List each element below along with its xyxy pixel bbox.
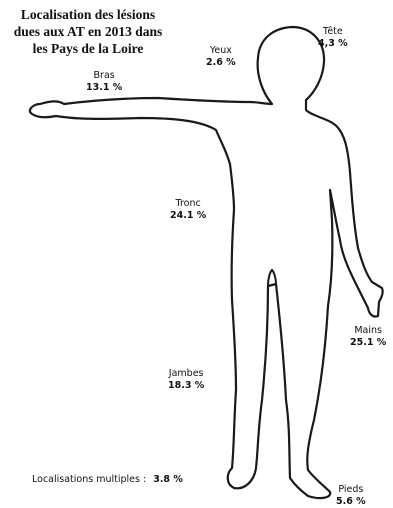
pieds-pct: 5.6 % <box>336 496 366 508</box>
label-bras: Bras 13.1 % <box>86 70 122 94</box>
title-line-1: Localisation des lésions <box>4 6 172 23</box>
yeux-name: Yeux <box>206 45 236 57</box>
mains-name: Mains <box>350 325 386 337</box>
diagram-title: Localisation des lésions dues aux AT en … <box>4 6 172 57</box>
bras-pct: 13.1 % <box>86 82 122 94</box>
title-line-2: dues aux AT en 2013 dans <box>4 23 172 40</box>
pieds-name: Pieds <box>336 484 366 496</box>
tronc-name: Tronc <box>170 198 206 210</box>
label-yeux: Yeux 2.6 % <box>206 45 236 69</box>
multiple-pct: 3.8 % <box>153 474 183 485</box>
tete-pct: 4,3 % <box>318 38 348 50</box>
mains-pct: 25.1 % <box>350 337 386 349</box>
tete-name: Tête <box>318 26 348 38</box>
yeux-pct: 2.6 % <box>206 57 236 69</box>
label-tronc: Tronc 24.1 % <box>170 198 206 222</box>
title-line-3: les Pays de la Loire <box>4 40 172 57</box>
label-mains: Mains 25.1 % <box>350 325 386 349</box>
jambes-name: Jambes <box>168 368 204 380</box>
label-pieds: Pieds 5.6 % <box>336 484 366 508</box>
tronc-pct: 24.1 % <box>170 210 206 222</box>
label-multiple: Localisations multiples : 3.8 % <box>32 474 183 486</box>
body-silhouette <box>30 27 383 498</box>
label-jambes: Jambes 18.3 % <box>168 368 204 392</box>
label-tete: Tête 4,3 % <box>318 26 348 50</box>
jambes-pct: 18.3 % <box>168 380 204 392</box>
multiple-label: Localisations multiples : <box>32 474 146 485</box>
bras-name: Bras <box>86 70 122 82</box>
